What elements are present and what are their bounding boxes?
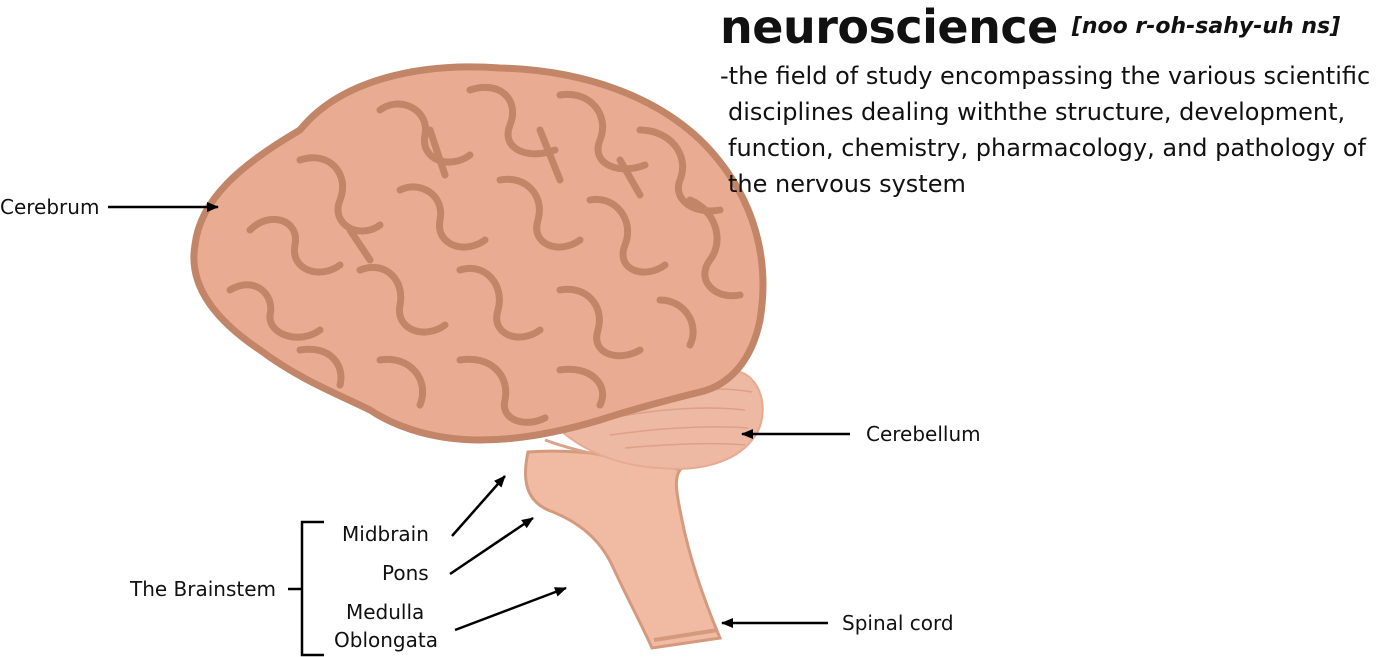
pointer-arrows xyxy=(108,202,850,632)
title-word: neuroscience xyxy=(720,0,1058,54)
brainstem-shape xyxy=(524,438,723,650)
pronunciation: [noo r-oh-sahy-uh ns] xyxy=(1071,14,1341,39)
spinal-cord-shape xyxy=(524,449,723,650)
definition-line: the nervous system xyxy=(728,170,966,198)
brainstem-label: The Brainstem xyxy=(130,577,277,601)
spinal-cord-label: Spinal cord xyxy=(842,611,954,635)
medulla-arrow xyxy=(454,586,567,632)
pons-label: Pons xyxy=(382,561,429,585)
medulla-label-line2: Oblongata xyxy=(334,628,438,652)
midbrain-label: Midbrain xyxy=(342,522,429,546)
definition-line: -the field of study encompassing the var… xyxy=(720,62,1371,90)
cerebrum-label: Cerebrum xyxy=(0,195,100,219)
title-heading: neuroscience [noo r-oh-sahy-uh ns] xyxy=(720,0,1400,54)
medulla-label-line1: Medulla xyxy=(346,600,425,624)
definition-text: -the field of study encompassing the var… xyxy=(720,58,1400,202)
midbrain-arrow xyxy=(451,475,506,537)
definition-line: function, chemistry, pharmacology, and p… xyxy=(728,134,1366,162)
definition-line: disciplines dealing withthe structure, d… xyxy=(728,98,1346,126)
definition-block: neuroscience [noo r-oh-sahy-uh ns] -the f… xyxy=(720,0,1400,202)
pons-arrow xyxy=(449,516,534,576)
cerebellum-label: Cerebellum xyxy=(866,422,981,446)
brainstem-bracket xyxy=(288,520,324,657)
cerebrum-shape xyxy=(190,63,767,444)
